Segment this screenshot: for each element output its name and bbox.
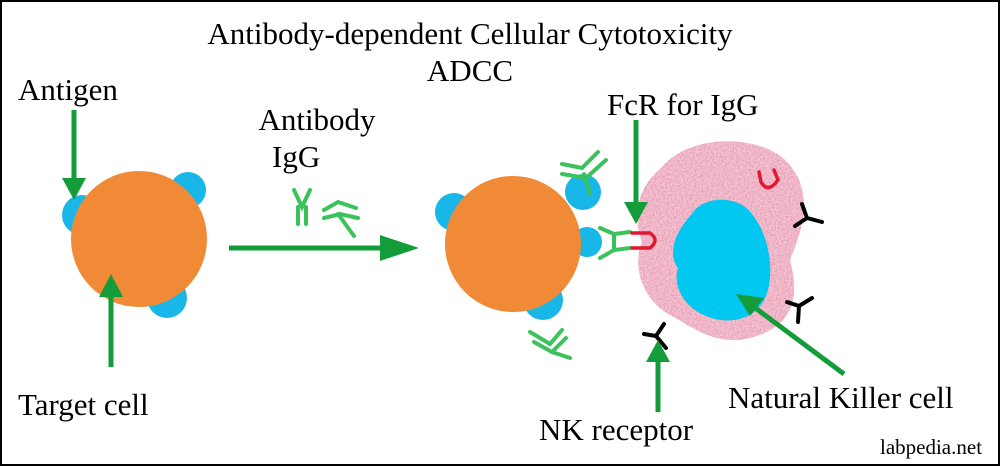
nk-receptor-icon xyxy=(793,202,824,228)
igg-antibodies-bound xyxy=(528,150,632,360)
antibody-icon xyxy=(598,226,632,260)
igg-label: IgG xyxy=(272,139,321,174)
nk-receptor-label: NK receptor xyxy=(539,412,694,447)
diagram-title: Antibody-dependent Cellular Cytotoxicity xyxy=(207,16,733,51)
igg-antibodies-free xyxy=(292,188,360,238)
nk-receptor-icon xyxy=(785,296,814,324)
nk-receptor-icon xyxy=(642,322,668,350)
nk-receptor-arrow xyxy=(646,340,670,412)
nk-cell-label: Natural Killer cell xyxy=(728,380,954,415)
antibody-icon xyxy=(560,150,608,196)
antibody-label: Antibody xyxy=(258,102,376,137)
diagram-subtitle: ADCC xyxy=(426,53,514,88)
fc-receptor-icon xyxy=(757,168,780,190)
target-cell-body xyxy=(445,176,581,312)
target-cell-label: Target cell xyxy=(18,387,149,422)
target-cell-body xyxy=(71,171,207,307)
antigen-bump xyxy=(565,174,601,210)
watermark: labpedia.net xyxy=(880,435,983,459)
fcr-arrow xyxy=(624,120,648,224)
nk-nucleus xyxy=(673,199,771,321)
antibody-icon xyxy=(322,199,360,238)
antigen-arrow xyxy=(62,110,86,200)
target-cell-left xyxy=(62,171,207,318)
process-arrow xyxy=(229,235,419,261)
target-cell-arrow xyxy=(99,274,123,367)
antibody-icon xyxy=(292,188,312,226)
fcr-label: FcR for IgG xyxy=(607,87,759,122)
nk-cell-arrow xyxy=(736,294,846,377)
target-cell-right xyxy=(435,174,602,320)
natural-killer-cell xyxy=(637,141,804,341)
antibody-icon xyxy=(528,328,572,360)
fc-receptor-icon xyxy=(630,231,657,250)
nk-receptors xyxy=(642,202,824,350)
antigen-label: Antigen xyxy=(18,72,118,107)
fc-receptors xyxy=(630,168,780,250)
